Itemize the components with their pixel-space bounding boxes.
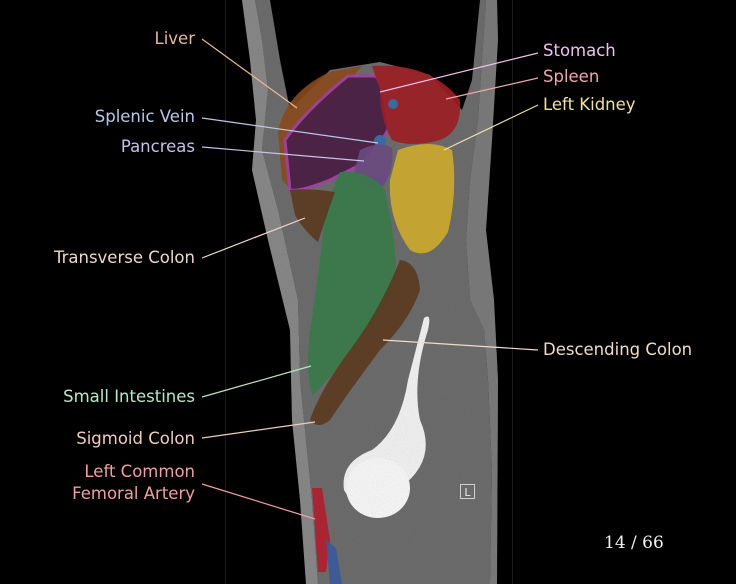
leader-pancreas [201, 146, 365, 162]
label-stomach: Stomach [543, 40, 616, 62]
ct-image-panel[interactable] [225, 0, 513, 584]
small-intestines-region [307, 171, 396, 395]
leader-splenic-vein [201, 117, 379, 144]
label-text: Liver [154, 29, 195, 48]
splenic-vein-region-2 [374, 135, 386, 147]
femoral-vein-region [326, 540, 342, 584]
femoral-artery-region [312, 488, 330, 572]
leader-transverse-colon [201, 217, 306, 259]
label-text: Pancreas [120, 137, 195, 156]
leader-stomach [379, 52, 539, 93]
label-text: Transverse Colon [53, 248, 195, 267]
label-descending-colon: Descending Colon [543, 339, 692, 361]
label-sigmoid-colon: Sigmoid Colon [76, 428, 195, 450]
label-text: Splenic Vein [94, 107, 195, 126]
label-liver: Liver [155, 28, 195, 50]
leader-lines [201, 38, 539, 520]
splenic-vein-region [388, 99, 398, 109]
liver-region [278, 66, 362, 188]
label-left-common-femoral-artery: Left Common Femoral Artery [72, 461, 195, 505]
label-transverse-colon: Transverse Colon [54, 247, 195, 269]
leader-descending-colon [382, 339, 539, 351]
leader-spleen [445, 77, 539, 100]
label-pancreas: Pancreas [121, 136, 195, 158]
label-text-line1: Left Common [84, 462, 195, 481]
orientation-marker: L [460, 484, 475, 499]
label-spleen: Spleen [543, 66, 599, 88]
transverse-colon-region [290, 189, 335, 242]
label-text-line2: Femoral Artery [72, 484, 195, 503]
label-text: Spleen [543, 67, 600, 86]
label-small-intestines: Small Intestines [63, 386, 195, 408]
label-text: Left Kidney [543, 95, 636, 114]
left-kidney-region [389, 144, 455, 254]
label-left-kidney: Left Kidney [543, 94, 636, 116]
spleen-region [372, 65, 461, 144]
label-text: Descending Colon [543, 340, 693, 359]
descending-colon-region [310, 260, 420, 425]
leader-liver [201, 38, 298, 109]
label-text: Stomach [543, 41, 616, 60]
leader-left-kidney [443, 104, 539, 151]
label-splenic-vein: Splenic Vein [95, 106, 195, 128]
leader-small-intestines [201, 365, 312, 398]
leader-left-common-femoral-artery [201, 483, 316, 520]
label-text: Small Intestines [63, 387, 195, 406]
organ-segmentations [278, 65, 461, 584]
leader-sigmoid-colon [201, 421, 316, 439]
slice-counter: 14 / 66 [604, 533, 664, 553]
label-text: Sigmoid Colon [76, 429, 195, 448]
